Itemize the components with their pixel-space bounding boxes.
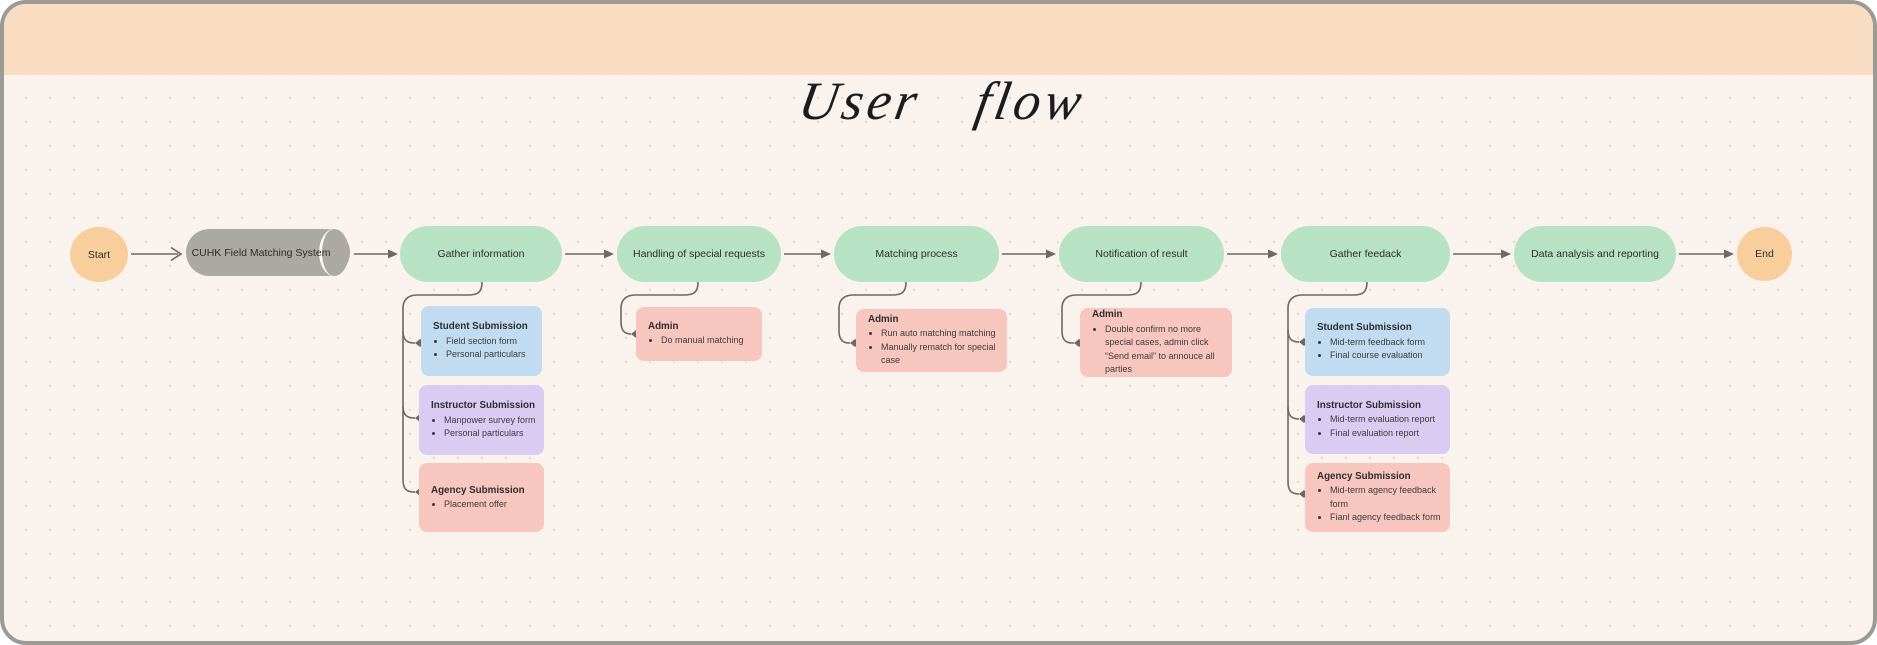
note-student-submission-gather-info[interactable]: Student Submission Field section form Pe…	[421, 306, 542, 376]
note-title: Admin	[1092, 309, 1123, 321]
note-bullet: Run auto matching matching	[881, 327, 999, 341]
flow-node-start[interactable]: Start	[70, 227, 128, 282]
flow-node-end[interactable]: End	[1737, 227, 1792, 281]
note-bullet: Manpower survey form	[444, 414, 536, 428]
flow-node-notification-of-result[interactable]: Notification of result	[1059, 226, 1224, 282]
note-agency-submission-gather-info[interactable]: Agency Submission Placement offer	[419, 463, 544, 532]
arrowhead-icon	[1268, 249, 1278, 259]
note-bullet: Do manual matching	[661, 334, 754, 348]
arrow-feedback-to-analysis[interactable]	[1453, 249, 1511, 259]
step-label: Data analysis and reporting	[1531, 248, 1659, 260]
note-title: Student Submission	[1317, 322, 1412, 334]
note-bullet: Final evaluation report	[1330, 427, 1442, 441]
note-admin-handling[interactable]: Admin Do manual matching	[636, 307, 762, 361]
flow-node-handling-special-requests[interactable]: Handling of special requests	[617, 226, 781, 282]
note-bullet-list: Mid-term feedback form Final course eval…	[1317, 336, 1442, 363]
note-bullet: Mid-term agency feedback form	[1330, 484, 1442, 511]
note-title: Instructor Submission	[431, 400, 535, 412]
note-title: Agency Submission	[1317, 471, 1411, 483]
step-label: Handling of special requests	[633, 248, 765, 260]
note-instructor-submission-gather-info[interactable]: Instructor Submission Manpower survey fo…	[419, 385, 544, 455]
flow-node-gather-feedback[interactable]: Gather feedack	[1281, 226, 1450, 282]
arrow-notification-to-feedback[interactable]	[1227, 249, 1278, 259]
note-bullet-list: Placement offer	[431, 498, 536, 512]
note-bullet-list: Mid-term agency feedback form Fianl agen…	[1317, 484, 1442, 525]
chevron-arrowhead-icon	[170, 246, 183, 262]
note-bullet-list: Run auto matching matching Manually rema…	[868, 327, 999, 368]
note-title: Instructor Submission	[1317, 399, 1421, 411]
step-label: Gather feedack	[1329, 248, 1402, 260]
arrowhead-icon	[1501, 249, 1511, 259]
arrowhead-icon	[388, 249, 398, 259]
note-bullet: Personal particulars	[446, 348, 534, 362]
note-agency-submission-feedback[interactable]: Agency Submission Mid-term agency feedba…	[1305, 463, 1450, 532]
note-bullet-list: Double confirm no more special cases, ad…	[1092, 323, 1224, 377]
arrowhead-icon	[604, 249, 614, 259]
arrow-start-to-system[interactable]	[131, 246, 183, 262]
note-bullet: Fianl agency feedback form	[1330, 511, 1442, 525]
note-bullet-list: Field section form Personal particulars	[433, 335, 534, 362]
note-admin-matching[interactable]: Admin Run auto matching matching Manuall…	[856, 309, 1007, 372]
header-band	[4, 4, 1873, 75]
flow-node-system-cylinder[interactable]: CUHK Field Matching System	[186, 229, 350, 276]
note-bullet: Placement offer	[444, 498, 536, 512]
note-bullet-list: Do manual matching	[648, 334, 754, 348]
cylinder-end-cap	[319, 229, 349, 276]
note-bullet: Field section form	[446, 335, 534, 349]
flow-node-data-analysis[interactable]: Data analysis and reporting	[1514, 226, 1676, 282]
note-admin-notification[interactable]: Admin Double confirm no more special cas…	[1080, 308, 1232, 377]
arrowhead-icon	[821, 249, 831, 259]
note-instructor-submission-feedback[interactable]: Instructor Submission Mid-term evaluatio…	[1305, 385, 1450, 454]
canvas[interactable]: User flow	[4, 4, 1873, 641]
flow-node-gather-information[interactable]: Gather information	[400, 226, 562, 282]
note-title: Student Submission	[433, 321, 528, 333]
step-label: Gather information	[437, 248, 525, 260]
note-bullet: Manually rematch for special case	[881, 341, 999, 368]
step-label: Notification of result	[1095, 248, 1188, 260]
note-title: Agency Submission	[431, 484, 525, 496]
note-bullet-list: Mid-term evaluation report Final evaluat…	[1317, 413, 1442, 440]
arrowhead-icon	[1724, 249, 1734, 259]
note-bullet: Personal particulars	[444, 427, 536, 441]
end-label: End	[1755, 248, 1774, 260]
step-label: Matching process	[875, 248, 958, 260]
arrow-system-to-gather-information[interactable]	[354, 249, 398, 259]
note-bullet: Mid-term evaluation report	[1330, 413, 1442, 427]
arrow-gather-information-to-handling[interactable]	[565, 249, 614, 259]
arrow-matching-to-notification[interactable]	[1002, 249, 1056, 259]
arrow-analysis-to-end[interactable]	[1679, 249, 1734, 259]
start-label: Start	[87, 248, 111, 261]
note-bullet: Double confirm no more special cases, ad…	[1105, 323, 1224, 377]
note-title: Admin	[868, 314, 899, 326]
system-label: CUHK Field Matching System	[191, 246, 331, 259]
note-student-submission-feedback[interactable]: Student Submission Mid-term feedback for…	[1305, 308, 1450, 376]
note-bullet-list: Manpower survey form Personal particular…	[431, 414, 536, 441]
note-bullet: Final course evaluation	[1330, 349, 1442, 363]
arrow-handling-to-matching[interactable]	[784, 249, 831, 259]
note-title: Admin	[648, 321, 679, 333]
flow-node-matching-process[interactable]: Matching process	[834, 226, 999, 282]
note-bullet: Mid-term feedback form	[1330, 336, 1442, 350]
arrowhead-icon	[1046, 249, 1056, 259]
